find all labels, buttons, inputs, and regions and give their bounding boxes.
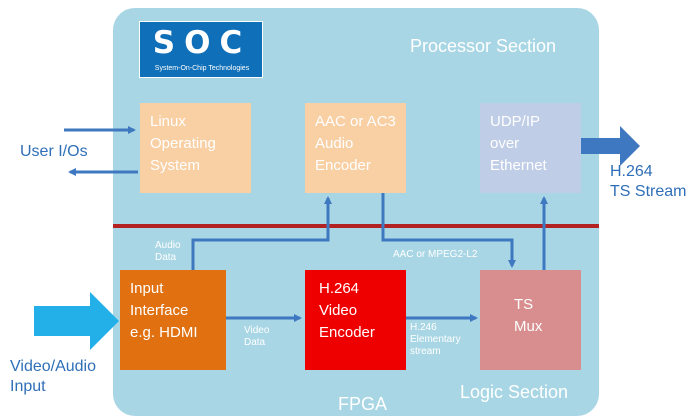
audio-encoder-line-2: Audio [315, 135, 354, 152]
h246-line-1: H.246 [410, 322, 437, 333]
soc-logo: SOC System-On-Chip Technologies [139, 21, 263, 78]
logic-section-label: Logic Section [460, 382, 569, 402]
video-encoder-line-3: Encoder [319, 324, 375, 341]
audio-encoder-block: AAC or AC3 Audio Encoder [305, 103, 406, 193]
audio-data-arrow [191, 196, 332, 270]
user-ios-label: User I/Os [20, 143, 88, 160]
h264-ts-stream-label: H.264 TS Stream [610, 162, 686, 202]
h246-stream-label: H.246 Elementary stream [410, 322, 461, 358]
audio-encoder-line-1: AAC or AC3 [315, 113, 396, 130]
udp-ip-block: UDP/IP over Ethernet [480, 103, 581, 193]
audio-data-line-2: Data [155, 252, 177, 263]
linux-os-block: Linux Operating System [140, 103, 251, 193]
linux-line-2: Operating [150, 135, 216, 152]
h246-line-3: stream [410, 346, 441, 357]
audio-encoder-line-3: Encoder [315, 157, 371, 174]
linux-line-3: System [150, 157, 201, 174]
udp-line-2: over [490, 135, 520, 152]
audio-data-label: Audio Data [155, 240, 181, 264]
video-input-arrow [34, 292, 119, 350]
input-interface-line-2: Interface [130, 302, 189, 319]
input-interface-block: Input Interface e.g. HDMI [120, 270, 226, 370]
processor-section-label: Processor Section [410, 36, 557, 56]
video-data-line-1: Video [244, 325, 270, 336]
aac-mpeg2-label: AAC or MPEG2-L2 [393, 249, 478, 260]
logo-subtitle: System-On-Chip Technologies [154, 65, 250, 72]
video-data-line-2: Data [244, 337, 266, 348]
h264-ts-line-1: H.264 [610, 163, 653, 180]
h264-output-arrow [581, 126, 640, 166]
video-encoder-line-1: H.264 [319, 280, 360, 297]
input-interface-line-3: e.g. HDMI [130, 324, 198, 341]
h264-ts-line-2: TS Stream [610, 183, 687, 200]
section-divider [113, 224, 599, 228]
video-data-label: Video Data [244, 325, 269, 349]
input-interface-line-1: Input [130, 280, 164, 297]
video-encoder-line-2: Video [319, 302, 358, 319]
ts-mux-line-1: TS [514, 296, 534, 313]
udp-line-1: UDP/IP [490, 113, 541, 130]
audio-data-line-1: Audio [155, 240, 181, 251]
video-encoder-block: H.264 Video Encoder [305, 270, 406, 370]
video-audio-line-2: Input [10, 378, 46, 395]
linux-line-1: Linux [150, 113, 186, 130]
ts-mux-line-2: Mux [514, 318, 543, 335]
logo-mark: SOC [152, 25, 252, 61]
udp-line-3: Ethernet [490, 157, 547, 174]
fpga-label: FPGA [338, 394, 388, 414]
h246-line-2: Elementary [410, 334, 461, 345]
video-audio-line-1: Video/Audio [10, 358, 96, 375]
ts-mux-block: TS Mux [480, 270, 581, 370]
video-audio-input-label: Video/Audio Input [10, 357, 96, 397]
aac-mpeg2-arrow [381, 193, 516, 268]
